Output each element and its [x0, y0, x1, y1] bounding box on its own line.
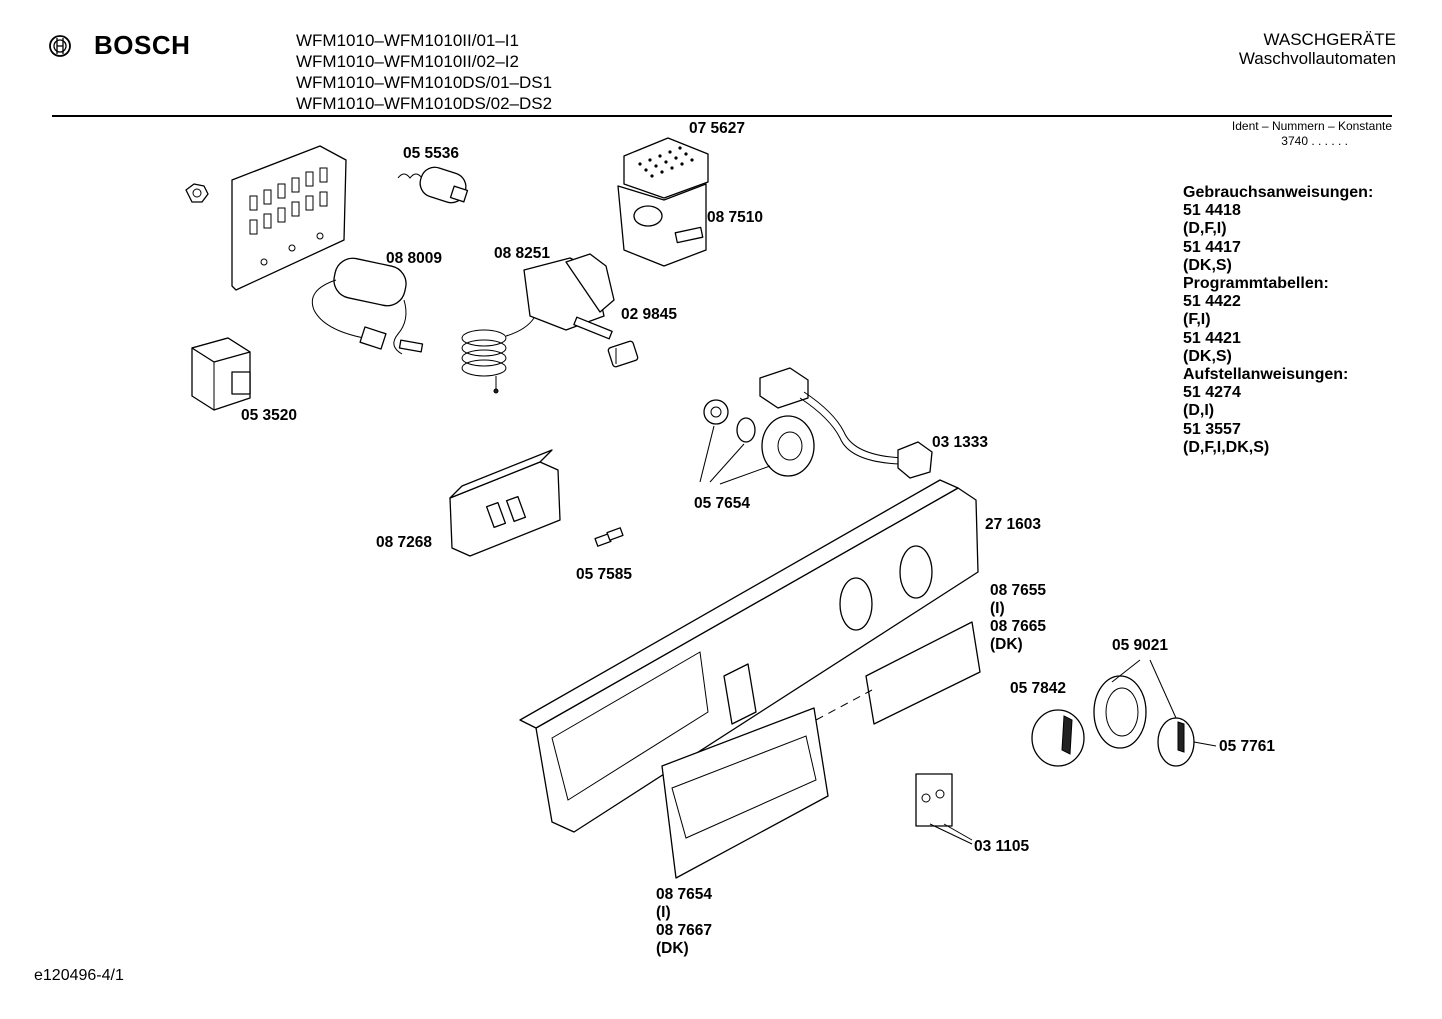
ident-block: Ident – Nummern – Konstante 3740 . . . .…: [1232, 119, 1392, 149]
part-label-087654: 08 7654 (I) 08 7667 (DK): [656, 886, 712, 958]
document-line: (D,F,I,DK,S): [1183, 438, 1270, 456]
part-label-line: 08 7667: [656, 922, 713, 939]
document-line: Aufstellanweisungen:: [1183, 366, 1349, 384]
category-block: WASCHGERÄTE Waschvollautomaten: [1239, 30, 1396, 68]
document-line: Gebrauchsanweisungen:: [1183, 184, 1374, 201]
part-label-line: (DK): [990, 636, 1023, 653]
category-sub: Waschvollautomaten: [1238, 49, 1396, 68]
ident-label: Ident – Nummern – Konstante: [1231, 119, 1392, 133]
part-label-line: 08 7654: [656, 886, 713, 903]
knob-bearing-parts: [699, 399, 815, 485]
header-divider: [52, 115, 1392, 117]
small-connector-part: [607, 340, 639, 368]
document-line: (D,F,I): [1183, 220, 1227, 238]
part-label-029845: 02 9845: [621, 306, 678, 323]
part-label-line: (I): [656, 904, 671, 921]
part-label-line: 08 7655: [990, 582, 1047, 599]
brand-block: BOSCH: [48, 30, 190, 61]
part-label-087268: 08 7268: [376, 534, 433, 551]
category-main: WASCHGERÄTE: [1263, 30, 1396, 49]
model-line: WFM1010–WFM1010II/02–I2: [296, 52, 519, 71]
document-line: (F,I): [1183, 311, 1211, 329]
part-label-271603: 27 1603: [985, 516, 1042, 533]
document-line: (D,I): [1183, 402, 1215, 420]
door-lock-switch-part: [461, 253, 615, 394]
hex-nut-part: [185, 183, 209, 203]
part-label-087510: 08 7510: [707, 209, 764, 226]
push-switch-part: [915, 773, 973, 845]
part-label-055536: 05 5536: [403, 145, 460, 162]
document-line: (DK,S): [1183, 256, 1232, 274]
part-label-line: (DK): [656, 940, 689, 957]
part-label-line: 08 7665: [990, 618, 1047, 635]
bosch-armature-logo-icon: [49, 34, 71, 57]
model-list: WFM1010–WFM1010II/01–I1 WFM1010–WFM1010I…: [296, 30, 552, 114]
mounting-plate-part: [231, 145, 347, 291]
document-line: 51 3557: [1183, 420, 1241, 438]
document-line: Programmtabellen:: [1183, 275, 1329, 293]
capacitor-cable-part: [311, 257, 424, 355]
small-clip-part: [594, 527, 624, 547]
part-label-088009: 08 8009: [386, 250, 443, 267]
transformer-part: [191, 337, 251, 411]
part-label-057761: 05 7761: [1219, 738, 1276, 755]
document-line: 51 4418: [1183, 202, 1241, 220]
drawing-number: e120496-4/1: [34, 967, 124, 984]
document-line: 51 4417: [1183, 238, 1241, 256]
ident-value: 3740 . . . . . .: [1281, 134, 1348, 148]
program-timer-part: [617, 137, 709, 267]
document-line: 51 4422: [1183, 293, 1241, 311]
model-line: WFM1010–WFM1010II/01–I1: [296, 31, 519, 50]
part-label-053520: 05 3520: [241, 407, 298, 424]
program-knob-parts: [1031, 659, 1217, 767]
part-label-057842: 05 7842: [1010, 680, 1067, 697]
part-label-line: (I): [990, 600, 1005, 617]
part-label-075627: 07 5627: [689, 120, 746, 137]
part-label-031333: 03 1333: [932, 434, 989, 451]
capacitor-small-part: [397, 166, 469, 204]
part-label-031105: 03 1105: [974, 838, 1030, 855]
part-label-088251: 08 8251: [494, 245, 551, 262]
part-label-059021: 05 9021: [1112, 637, 1169, 654]
control-panel-fascia-part: [519, 479, 979, 833]
brand-name: BOSCH: [94, 30, 191, 60]
panel-insert-part: [865, 621, 981, 725]
document-line: (DK,S): [1183, 347, 1232, 365]
model-line: WFM1010–WFM1010DS/01–DS1: [296, 73, 553, 92]
part-label-057585: 05 7585: [576, 566, 633, 583]
document-line: 51 4421: [1183, 329, 1241, 347]
part-label-087655: 08 7655 (I) 08 7665 (DK): [990, 582, 1046, 654]
document-list: Gebrauchsanweisungen: 51 4418 (D,F,I) 51…: [1183, 184, 1373, 457]
model-line: WFM1010–WFM1010DS/02–DS2: [296, 94, 553, 113]
electronic-module-part: [449, 449, 561, 557]
wiring-harness-part: [759, 367, 933, 479]
part-label-057654: 05 7654: [694, 495, 751, 512]
document-line: 51 4274: [1183, 384, 1241, 402]
front-cover-panel-part: [661, 689, 873, 879]
